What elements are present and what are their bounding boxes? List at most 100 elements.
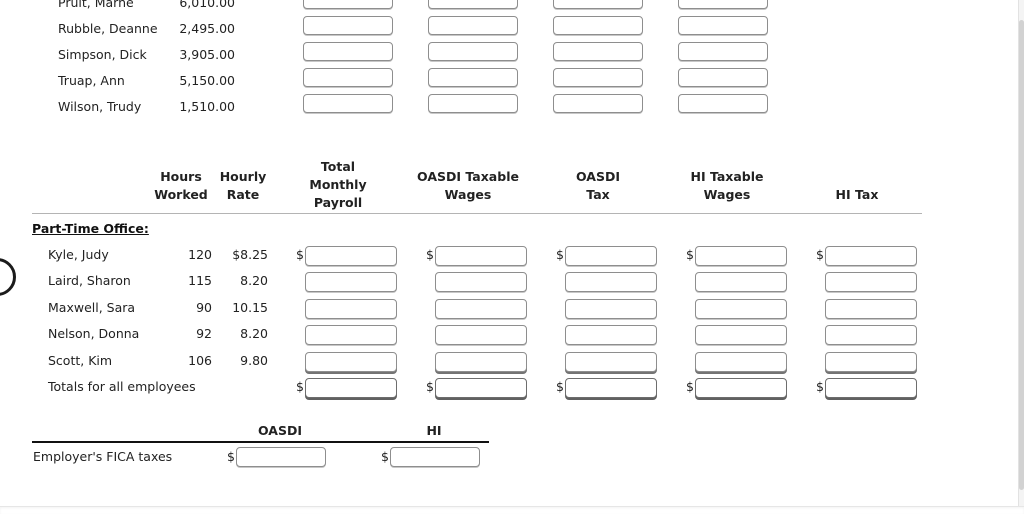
employer-header-oasdi: OASDI [258, 423, 302, 438]
upper-input-r4-c2[interactable] [553, 94, 643, 113]
payroll-input-r1-c3[interactable] [695, 272, 787, 292]
upper-input-r3-c3[interactable] [678, 68, 768, 87]
payroll-input-r0-c0[interactable] [305, 246, 397, 266]
hours-worked-value: 115 [188, 273, 212, 288]
employer-divider-rule [32, 441, 489, 443]
main-header-line2: Worked [154, 187, 208, 202]
upper-input-r4-c3[interactable] [678, 94, 768, 113]
hours-worked-value: 90 [196, 300, 212, 315]
payroll-input-r3-c1[interactable] [435, 325, 527, 345]
currency-symbol: $ [556, 247, 564, 262]
payroll-input-r3-c0[interactable] [305, 325, 397, 345]
upper-input-r2-c0[interactable] [303, 42, 393, 61]
totals-input-c2[interactable] [565, 378, 657, 398]
currency-symbol: $ [816, 247, 824, 262]
upper-input-r3-c1[interactable] [428, 68, 518, 87]
payroll-input-r2-c4[interactable] [825, 299, 917, 319]
employer-fica-label: Employer's FICA taxes [33, 449, 173, 464]
payroll-input-r1-c1[interactable] [435, 272, 527, 292]
payroll-input-r0-c3[interactable] [695, 246, 787, 266]
main-header-line1: Hourly [219, 169, 267, 184]
payroll-input-r2-c3[interactable] [695, 299, 787, 319]
payroll-input-r4-c3[interactable] [695, 352, 787, 372]
payroll-input-r3-c4[interactable] [825, 325, 917, 345]
section-heading-part-time-office: Part-Time Office: [32, 221, 149, 236]
upper-input-r4-c0[interactable] [303, 94, 393, 113]
upper-row-amount: 1,510.00 [179, 99, 235, 114]
hourly-rate-value: 10.15 [232, 300, 268, 315]
upper-input-r2-c3[interactable] [678, 42, 768, 61]
upper-row-name: Simpson, Dick [58, 47, 147, 62]
upper-input-r0-c0[interactable] [303, 0, 393, 9]
upper-input-r4-c1[interactable] [428, 94, 518, 113]
payroll-input-r3-c3[interactable] [695, 325, 787, 345]
upper-input-r3-c2[interactable] [553, 68, 643, 87]
main-header-line1: HI Tax [835, 187, 879, 202]
payroll-input-r2-c2[interactable] [565, 299, 657, 319]
vertical-scrollbar-thumb[interactable] [1019, 20, 1024, 490]
upper-input-r0-c1[interactable] [428, 0, 518, 9]
main-header-line1: Hours [160, 169, 202, 184]
payroll-input-r4-c1[interactable] [435, 352, 527, 372]
payroll-input-r4-c0[interactable] [305, 352, 397, 372]
employee-name: Scott, Kim [48, 353, 113, 368]
currency-symbol: $ [296, 247, 304, 262]
upper-input-r3-c0[interactable] [303, 68, 393, 87]
main-header-line2: Wages [703, 187, 751, 202]
header-divider-rule [32, 213, 922, 214]
window-bottom-edge [0, 506, 1024, 514]
employer-fica-input-c0[interactable] [236, 447, 326, 467]
payroll-input-r0-c2[interactable] [565, 246, 657, 266]
main-header-line1: Total [320, 159, 356, 174]
main-header-line2: Rate [226, 187, 260, 202]
upper-input-r1-c3[interactable] [678, 16, 768, 35]
hourly-rate-value: $8.25 [232, 247, 268, 262]
upper-row-name: Pruit, Marne [58, 0, 134, 10]
payroll-input-r1-c4[interactable] [825, 272, 917, 292]
upper-input-r1-c0[interactable] [303, 16, 393, 35]
upper-row-name: Truap, Ann [58, 73, 125, 88]
upper-input-r2-c1[interactable] [428, 42, 518, 61]
payroll-input-r0-c1[interactable] [435, 246, 527, 266]
totals-input-c3[interactable] [695, 378, 787, 398]
hourly-rate-value: 8.20 [240, 273, 268, 288]
upper-row-amount: 5,150.00 [179, 73, 235, 88]
vertical-scrollbar[interactable] [1018, 0, 1024, 514]
payroll-input-r1-c0[interactable] [305, 272, 397, 292]
totals-input-c0[interactable] [305, 378, 397, 398]
employer-fica-input-c1[interactable] [390, 447, 480, 467]
payroll-input-r2-c0[interactable] [305, 299, 397, 319]
upper-row-name: Wilson, Trudy [58, 99, 142, 114]
currency-symbol-employer: $ [381, 449, 389, 464]
main-header-line2: Wages [444, 187, 492, 202]
hours-worked-value: 120 [188, 247, 212, 262]
upper-input-r2-c2[interactable] [553, 42, 643, 61]
upper-row-amount: 6,010.00 [179, 0, 235, 10]
upper-input-r1-c1[interactable] [428, 16, 518, 35]
currency-symbol-total: $ [556, 379, 564, 394]
upper-input-r0-c2[interactable] [553, 0, 643, 9]
employee-name: Laird, Sharon [48, 273, 131, 288]
totals-input-c4[interactable] [825, 378, 917, 398]
totals-input-c1[interactable] [435, 378, 527, 398]
main-header-line3: Payroll [313, 195, 363, 210]
employer-header-hi: HI [426, 423, 442, 438]
main-header-line1: OASDI Taxable [417, 169, 519, 184]
main-header-line2: Monthly [309, 177, 367, 192]
upper-input-r0-c3[interactable] [678, 0, 768, 9]
currency-symbol: $ [686, 247, 694, 262]
payroll-input-r4-c4[interactable] [825, 352, 917, 372]
payroll-input-r0-c4[interactable] [825, 246, 917, 266]
upper-row-name: Rubble, Deanne [58, 21, 158, 36]
currency-symbol-total: $ [426, 379, 434, 394]
payroll-input-r2-c1[interactable] [435, 299, 527, 319]
upper-input-r1-c2[interactable] [553, 16, 643, 35]
hours-worked-value: 106 [188, 353, 212, 368]
payroll-input-r3-c2[interactable] [565, 325, 657, 345]
payroll-input-r4-c2[interactable] [565, 352, 657, 372]
payroll-input-r1-c2[interactable] [565, 272, 657, 292]
upper-row-amount: 3,905.00 [179, 47, 235, 62]
currency-symbol-total: $ [296, 379, 304, 394]
currency-symbol-total: $ [686, 379, 694, 394]
